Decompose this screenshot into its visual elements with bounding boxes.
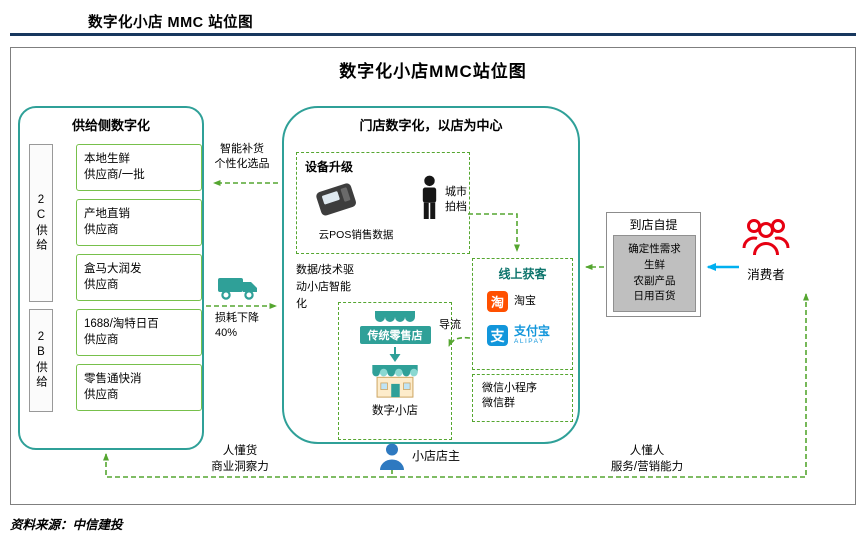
- skill-left-note: 人懂货 商业洞察力: [211, 445, 269, 473]
- supplier-box-1688-taote: 1688/淘特日百 供应商: [76, 309, 202, 356]
- taobao-label: 淘宝: [514, 295, 536, 308]
- consumer-label: 消费者: [747, 268, 785, 282]
- supplier-box-hema-rt: 盒马大润发 供应商: [76, 254, 202, 301]
- source-note: 资料来源：中信建投: [10, 518, 123, 532]
- digital-store-icon: [372, 365, 418, 399]
- online-acquisition-box: 线上获客 淘 淘宝 支 支付宝 ALIPAY: [472, 258, 573, 370]
- supplier-box-direct-origin: 产地直销 供应商: [76, 199, 202, 246]
- alipay-wordmark: 支付宝 ALIPAY: [514, 325, 550, 346]
- alipay-glyph: 支: [490, 327, 505, 344]
- loss-reduction-note: 损耗下降 40%: [215, 312, 259, 339]
- store-evolution-box: 传统零售店: [338, 302, 452, 440]
- supply-side-container: 供给侧数字化 2C供给 2B供给 本地生鲜 供应商/一批 产地直销 供应商 盒马…: [18, 106, 204, 450]
- header-rule: [10, 33, 856, 36]
- traditional-store-label: 传统零售店: [359, 326, 431, 344]
- city-partner-icon: [419, 175, 440, 221]
- pickup-box: 到店自提 确定性需求 生鲜 农副产品 日用百货: [606, 212, 701, 317]
- data-drive-note: 数据/技术驱 动小店智能 化: [296, 264, 355, 311]
- pickup-title: 到店自提: [629, 218, 678, 232]
- store-container-title: 门店数字化，以店为中心: [359, 118, 503, 133]
- smart-replenish-note: 智能补货 个性化选品: [214, 143, 270, 170]
- report-title: 数字化小店 MMC 站位图: [88, 15, 254, 31]
- online-acquisition-title: 线上获客: [498, 267, 547, 281]
- cloud-pos-label: 云POS销售数据: [318, 229, 394, 241]
- supply-side-title: 供给侧数字化: [71, 118, 150, 133]
- taobao-row: 淘 淘宝: [487, 291, 536, 312]
- consumer-group-icon: [741, 215, 791, 259]
- group-2b-label: 2B供给: [29, 309, 53, 412]
- taobao-glyph: 淘: [490, 295, 504, 310]
- equipment-upgrade-box: 设备升级 云POS销售数据 城市: [296, 152, 470, 254]
- cloud-pos-icon: [307, 179, 365, 219]
- store-digitalization-container: 门店数字化，以店为中心 设备升级 云POS销售数据: [282, 106, 580, 444]
- taobao-icon: 淘: [487, 291, 508, 312]
- alipay-row: 支 支付宝 ALIPAY: [487, 325, 550, 346]
- delivery-truck-icon: [217, 274, 259, 302]
- supplier-box-lst-fmcg: 零售通快消 供应商: [76, 364, 202, 411]
- store-owner-label: 小店店主: [412, 449, 461, 463]
- down-arrow-icon: [389, 347, 401, 362]
- alipay-label: 支付宝: [514, 324, 551, 339]
- equipment-upgrade-title: 设备升级: [305, 160, 354, 174]
- store-owner-icon: [377, 441, 407, 471]
- pickup-demand-list: 确定性需求 生鲜 农副产品 日用百货: [613, 235, 696, 312]
- alipay-icon: 支: [487, 325, 508, 346]
- awning-icon: [374, 311, 416, 323]
- diagram-title: 数字化小店MMC站位图: [339, 62, 527, 81]
- alipay-sub-label: ALIPAY: [514, 338, 545, 346]
- group-2c-label: 2C供给: [29, 144, 53, 302]
- digital-store-label: 数字小店: [372, 405, 418, 417]
- wechat-box: 微信小程序 微信群: [472, 374, 573, 422]
- supplier-box-local-fresh: 本地生鲜 供应商/一批: [76, 144, 202, 191]
- city-partner-label: 城市 拍档: [445, 186, 467, 213]
- skill-right-note: 人懂人 服务/营销能力: [610, 445, 684, 473]
- diversion-label: 导流: [439, 319, 461, 331]
